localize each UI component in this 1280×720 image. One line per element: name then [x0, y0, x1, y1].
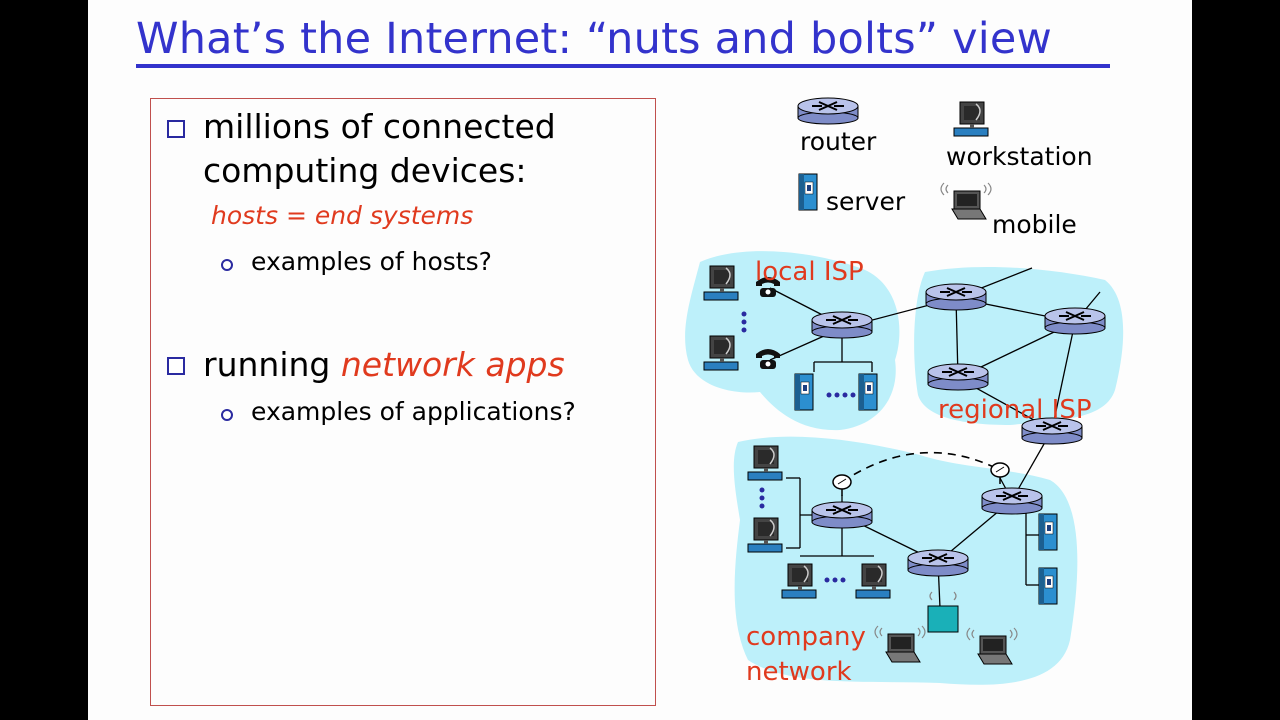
company-network-label-line-2: network — [746, 657, 852, 687]
router-icon — [1044, 307, 1106, 335]
router-icon — [907, 549, 969, 577]
ellipsis-icon — [826, 392, 856, 398]
local-isp-cloud — [685, 251, 900, 431]
hosts-definition: hosts = end systems — [211, 201, 474, 230]
ellipsis-icon — [741, 311, 747, 333]
router-icon — [925, 283, 987, 311]
server-icon — [1038, 567, 1058, 605]
router-icon — [981, 487, 1043, 515]
legend-server-icon — [798, 173, 818, 211]
circle-bullet-icon — [221, 409, 233, 421]
legend-workstation-label: workstation — [946, 142, 1093, 171]
local-isp-label: local ISP — [755, 257, 864, 287]
legend-server-label: server — [826, 187, 906, 216]
router-icon — [811, 501, 873, 529]
wireless-waves-icon — [929, 591, 957, 601]
company-network-label-line-1: company — [746, 622, 866, 652]
base-station-icon — [927, 605, 959, 633]
router-icon — [811, 311, 873, 339]
bullet-1-sub: examples of hosts? — [251, 247, 492, 276]
router-icon — [927, 363, 989, 391]
square-bullet-icon — [167, 357, 185, 375]
server-icon — [858, 373, 878, 411]
bullet-text-box: millions of connected computing devices:… — [150, 98, 656, 706]
server-icon — [794, 373, 814, 411]
ellipsis-icon — [824, 577, 846, 583]
bullet-2-line: running network apps — [203, 343, 565, 387]
title-underline — [136, 64, 1110, 68]
legend-router-label: router — [800, 127, 877, 156]
ellipsis-icon — [759, 487, 765, 509]
server-icon — [1038, 513, 1058, 551]
legend-mobile-icon — [940, 182, 992, 220]
square-bullet-icon — [167, 120, 185, 138]
legend-mobile-label: mobile — [992, 210, 1077, 239]
slide-title: What’s the Internet: “nuts and bolts” vi… — [136, 14, 1052, 64]
legend-workstation-icon — [953, 101, 989, 137]
bullet-1-line-2: computing devices: — [203, 151, 527, 190]
legend-router-icon — [797, 97, 859, 125]
regional-isp-label: regional ISP — [938, 395, 1092, 425]
bullet-2-sub: examples of applications? — [251, 397, 576, 426]
circle-bullet-icon — [221, 259, 233, 271]
wireless-link — [841, 451, 1001, 483]
bullet-2-highlight: network apps — [340, 345, 565, 384]
bullet-1-line-1: millions of connected — [203, 107, 556, 146]
bullet-2-prefix: running — [203, 345, 341, 384]
